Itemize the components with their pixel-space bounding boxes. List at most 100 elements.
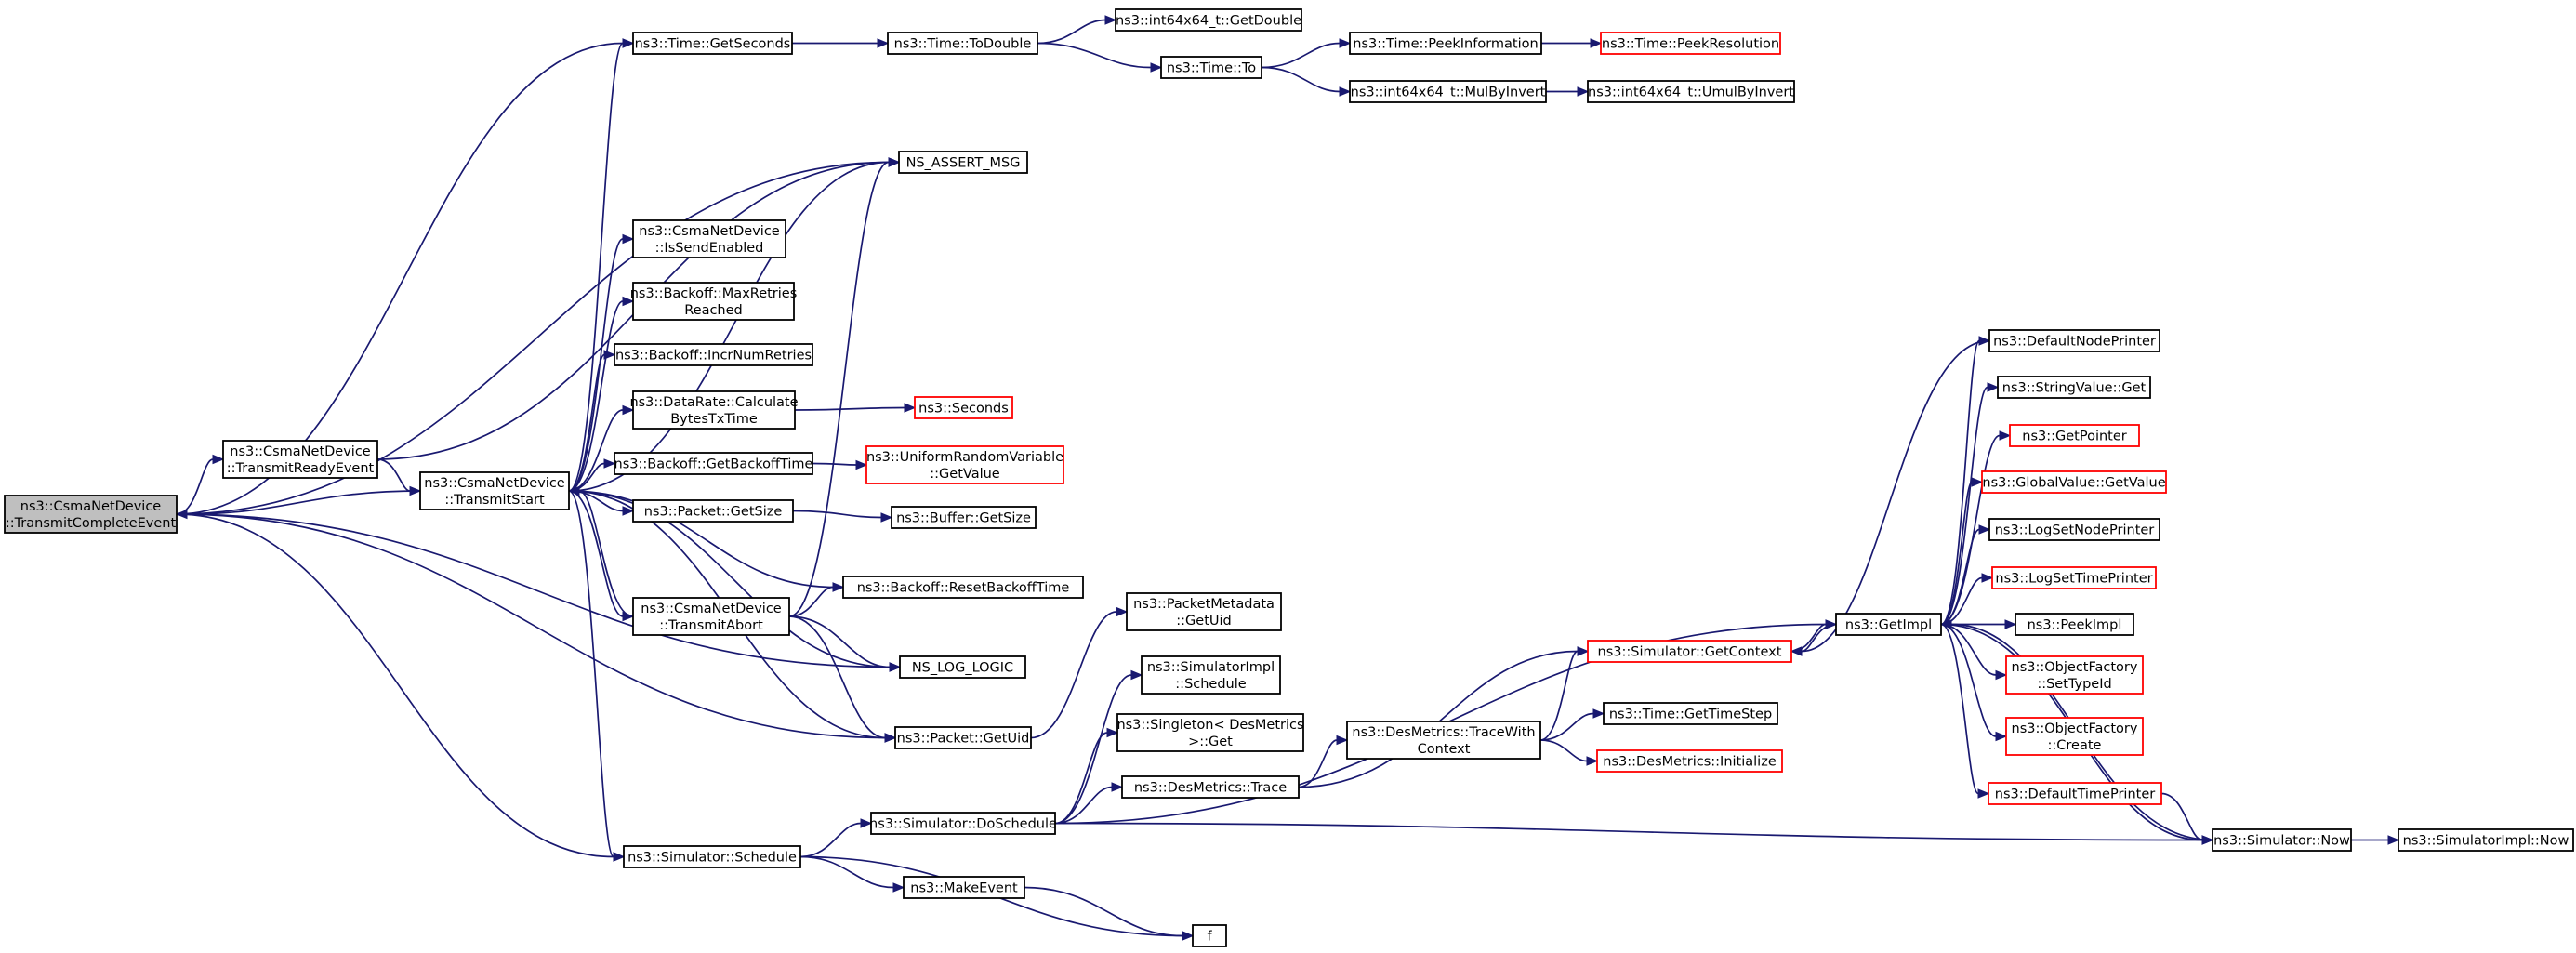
node-label: ns3::DesMetrics::Trace [1134, 781, 1287, 796]
node-label: ns3::GetImpl [1845, 618, 1932, 633]
node-box [4, 495, 178, 534]
node-ns3-simulator-schedule[interactable]: ns3::Simulator::Schedule [623, 845, 801, 868]
node-ns3-time-peekresolution[interactable]: ns3::Time::PeekResolution [1600, 32, 1781, 55]
node-ns3-time-getseconds[interactable]: ns3::Time::GetSeconds [632, 32, 793, 55]
node-label: ns3::DesMetrics::Initialize [1603, 755, 1777, 770]
node-ns3-objectfactory-create[interactable]: ns3::ObjectFactory::Create [2005, 717, 2144, 756]
node-ns-log-logic[interactable]: NS_LOG_LOGIC [899, 655, 1026, 679]
node-ns3-int64x64-t-umulbyinvert[interactable]: ns3::int64x64_t::UmulByInvert [1587, 80, 1795, 103]
call-edge [1037, 15, 1117, 45]
node-box [2005, 717, 2144, 756]
node-ns3-packet-getsize[interactable]: ns3::Packet::GetSize [632, 499, 794, 523]
node-box [1835, 613, 1942, 636]
node-ns3-int64x64-t-mulbyinvert[interactable]: ns3::int64x64_t::MulByInvert [1349, 80, 1547, 103]
node-ns3-uniformrandomvariable-getvalue[interactable]: ns3::UniformRandomVariable::GetValue [865, 445, 1064, 484]
node-box [870, 812, 1056, 835]
node-label: ns3::LogSetTimePrinter [1995, 572, 2152, 587]
call-edge [812, 459, 868, 470]
node-ns3-csmanetdevice-transmitabort[interactable]: ns3::CsmaNetDevice::TransmitAbort [632, 597, 790, 636]
node-label: ns3::Time::GetTimeStep [1609, 708, 1772, 722]
node-ns3-packet-getuid[interactable]: ns3::Packet::GetUid [894, 726, 1032, 749]
call-edge [1054, 782, 1124, 825]
node-box [1600, 32, 1781, 55]
node-ns3-simulatorimpl-schedule[interactable]: ns3::SimulatorImpl::Schedule [1141, 655, 1281, 695]
call-edge [568, 38, 635, 492]
node-ns3-packetmetadata-getuid[interactable]: ns3::PacketMetadata::GetUid [1126, 592, 1282, 631]
node-box [1988, 329, 2160, 352]
node-label: ::TransmitAbort [659, 618, 763, 633]
node-ns3-seconds[interactable]: ns3::Seconds [914, 396, 1013, 419]
node-ns3-makeevent[interactable]: ns3::MakeEvent [903, 876, 1025, 899]
node-label: ns3::Backoff::MaxRetries [630, 286, 798, 301]
node-ns3-backoff-resetbackofftime[interactable]: ns3::Backoff::ResetBackoffTime [842, 576, 1084, 599]
node-ns3-simulator-now[interactable]: ns3::Simulator::Now [2212, 828, 2352, 852]
node-f[interactable]: f [1192, 924, 1227, 947]
node-ns3-time-peekinformation[interactable]: ns3::Time::PeekInformation [1349, 32, 1542, 55]
node-ns3-csmanetdevice-transmitreadyevent[interactable]: ns3::CsmaNetDevice::TransmitReadyEvent [222, 440, 378, 479]
node-ns3-simulator-doschedule[interactable]: ns3::Simulator::DoSchedule [869, 812, 1057, 835]
node-box [1981, 470, 2167, 494]
node-ns3-int64x64-t-getdouble[interactable]: ns3::int64x64_t::GetDouble [1115, 8, 1302, 32]
node-box [614, 452, 813, 475]
node-ns3-time-to[interactable]: ns3::Time::To [1160, 56, 1262, 79]
node-ns3-simulator-getcontext[interactable]: ns3::Simulator::GetContext [1587, 640, 1792, 663]
node-ns3-desmetrics-initialize[interactable]: ns3::DesMetrics::Initialize [1596, 749, 1783, 773]
node-ns3-peekimpl[interactable]: ns3::PeekImpl [2015, 613, 2134, 636]
node-box [1587, 80, 1795, 103]
call-edge [788, 615, 902, 672]
call-edge [1298, 646, 1590, 788]
node-ns3-globalvalue-getvalue[interactable]: ns3::GlobalValue::GetValue [1981, 470, 2167, 494]
node-ns3-defaulttimeprinter[interactable]: ns3::DefaultTimePrinter [1988, 782, 2162, 805]
node-ns3-logsettimeprinter[interactable]: ns3::LogSetTimePrinter [1991, 566, 2157, 589]
node-ns3-time-todouble[interactable]: ns3::Time::ToDouble [887, 32, 1038, 55]
node-ns3-buffer-getsize[interactable]: ns3::Buffer::GetSize [891, 506, 1037, 529]
call-edge [175, 490, 421, 520]
node-label: ns3::ObjectFactory [2012, 721, 2138, 736]
node-ns3-backoff-getbackofftime[interactable]: ns3::Backoff::GetBackoffTime [614, 452, 813, 475]
node-ns3-singleton-desmetrics-get[interactable]: ns3::Singleton< DesMetrics>::Get [1116, 713, 1304, 752]
node-box [632, 597, 790, 636]
node-ns3-objectfactory-settypeid[interactable]: ns3::ObjectFactory::SetTypeId [2005, 655, 2144, 695]
call-edge [568, 490, 626, 862]
node-ns3-defaultnodeprinter[interactable]: ns3::DefaultNodePrinter [1988, 329, 2160, 352]
node-ns3-csmanetdevice-issendenabled[interactable]: ns3::CsmaNetDevice::IsSendEnabled [632, 219, 786, 258]
call-edge [799, 855, 905, 893]
node-ns3-logsetnodeprinter[interactable]: ns3::LogSetNodePrinter [1988, 518, 2160, 541]
node-ns-assert-msg[interactable]: NS_ASSERT_MSG [898, 151, 1028, 174]
node-box [898, 151, 1028, 174]
node-label: ns3::Simulator::DoSchedule [869, 817, 1057, 832]
node-ns3-simulatorimpl-now[interactable]: ns3::SimulatorImpl::Now [2398, 828, 2574, 852]
node-label: ns3::Time::PeekResolution [1602, 37, 1779, 52]
node-box [623, 845, 801, 868]
node-box [632, 390, 796, 430]
call-edge [1539, 708, 1605, 741]
node-ns3-getpointer[interactable]: ns3::GetPointer [2009, 424, 2140, 447]
call-edge [1298, 735, 1349, 788]
node-ns3-backoff-incrnumretries[interactable]: ns3::Backoff::IncrNumRetries [614, 343, 813, 366]
node-box [842, 576, 1084, 599]
node-box [894, 726, 1032, 749]
node-ns3-time-gettimestep[interactable]: ns3::Time::GetTimeStep [1603, 702, 1778, 725]
node-ns3-csmanetdevice-transmitstart[interactable]: ns3::CsmaNetDevice::TransmitStart [419, 471, 570, 510]
node-label: ns3::int64x64_t::GetDouble [1116, 14, 1301, 29]
node-box [1346, 721, 1541, 760]
call-edge [1940, 623, 1990, 799]
node-box [1115, 8, 1302, 32]
node-ns3-desmetrics-trace[interactable]: ns3::DesMetrics::Trace [1121, 775, 1300, 799]
node-ns3-stringvalue-get[interactable]: ns3::StringValue::Get [1997, 376, 2151, 399]
node-ns3-csmanetdevice-transmitcompleteevent[interactable]: ns3::CsmaNetDevice::TransmitCompleteEven… [4, 495, 178, 534]
call-edge [1054, 669, 1143, 825]
node-label: ns3::DataRate::Calculate [629, 395, 798, 410]
node-box [899, 655, 1026, 679]
node-box [1988, 518, 2160, 541]
node-label: ns3::Packet::GetUid [897, 732, 1030, 747]
call-edge [1546, 86, 1590, 97]
call-edge [567, 485, 634, 617]
node-label: ns3::Time::PeekInformation [1353, 37, 1538, 52]
node-box [1160, 56, 1262, 79]
node-ns3-getimpl[interactable]: ns3::GetImpl [1835, 613, 1942, 636]
